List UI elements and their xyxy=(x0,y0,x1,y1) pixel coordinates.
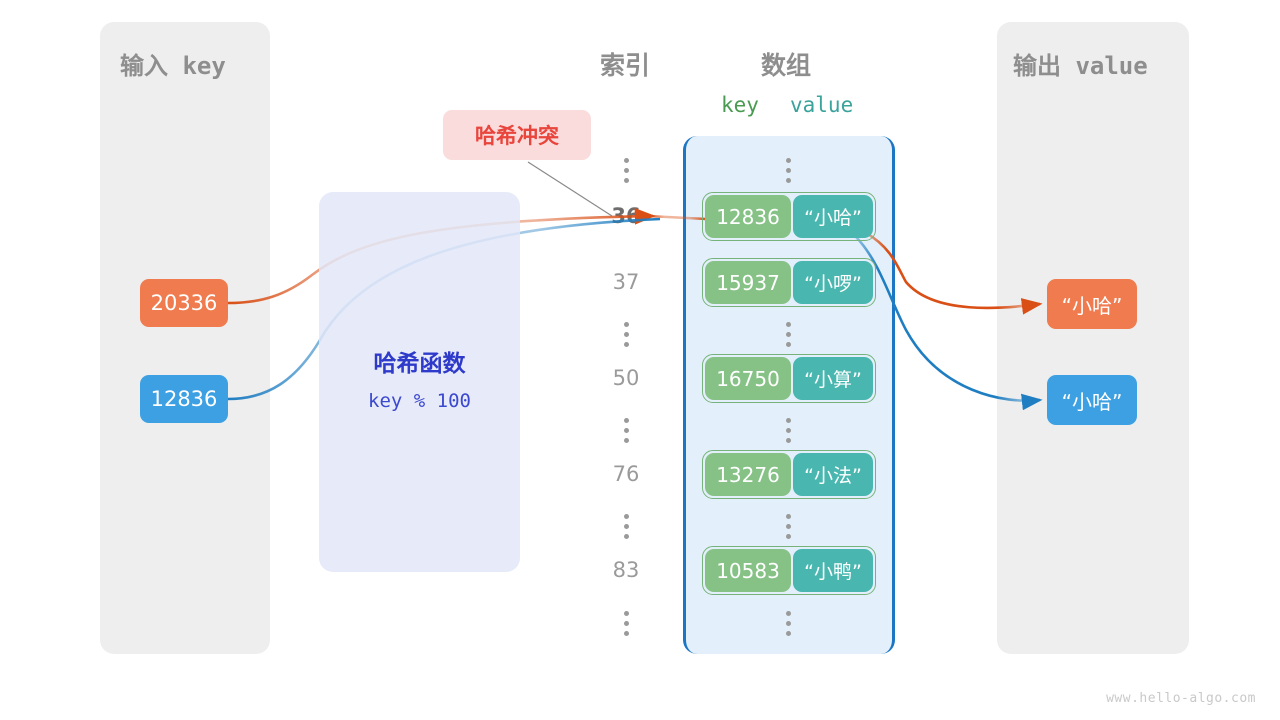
array-entry-row[interactable]: 15937“小啰” xyxy=(702,258,876,307)
entry-value-cell: “小算” xyxy=(793,357,873,400)
input-key-panel xyxy=(100,22,270,654)
key-subheading: key xyxy=(721,93,759,117)
array-ellipsis-icon xyxy=(786,322,791,347)
entry-value-cell: “小哈” xyxy=(793,195,873,238)
index-column-heading: 索引 xyxy=(600,51,651,80)
entry-key-cell: 16750 xyxy=(705,357,791,400)
array-entry-row[interactable]: 16750“小算” xyxy=(702,354,876,403)
index-ellipsis-icon xyxy=(624,418,629,443)
hash-function-title: 哈希函数 xyxy=(373,351,466,377)
index-label-76: 76 xyxy=(612,462,640,486)
output-panel-title: 输出 value xyxy=(1013,52,1148,80)
input-key-chip[interactable]: 20336 xyxy=(140,279,228,327)
hash-function-box: 哈希函数 key % 100 xyxy=(319,192,520,572)
output-value-chip[interactable]: “小哈” xyxy=(1047,279,1137,329)
hash-collision-label: 哈希冲突 xyxy=(475,124,559,148)
index-ellipsis-icon xyxy=(624,158,629,183)
input-panel-title: 输入 key xyxy=(120,52,226,80)
entry-key-cell: 10583 xyxy=(705,549,791,592)
entry-key-cell: 13276 xyxy=(705,453,791,496)
input-key-chip[interactable]: 12836 xyxy=(140,375,228,423)
entry-value-cell: “小啰” xyxy=(793,261,873,304)
output-value-panel xyxy=(997,22,1189,654)
index-ellipsis-icon xyxy=(624,322,629,347)
array-ellipsis-icon xyxy=(786,158,791,183)
index-label-83: 83 xyxy=(612,558,640,582)
index-label-50: 50 xyxy=(612,366,640,390)
index-label-37: 37 xyxy=(612,270,640,294)
entry-key-cell: 12836 xyxy=(705,195,791,238)
entry-key-cell: 15937 xyxy=(705,261,791,304)
value-subheading: value xyxy=(790,93,854,117)
array-ellipsis-icon xyxy=(786,514,791,539)
array-ellipsis-icon xyxy=(786,418,791,443)
index-label-36: 36 xyxy=(611,204,641,228)
entry-value-cell: “小鸭” xyxy=(793,549,873,592)
array-entry-row[interactable]: 10583“小鸭” xyxy=(702,546,876,595)
hash-collision-callout: 哈希冲突 xyxy=(443,110,591,160)
array-ellipsis-icon xyxy=(786,611,791,636)
watermark: www.hello-algo.com xyxy=(1106,691,1256,706)
array-entry-row[interactable]: 12836“小哈” xyxy=(702,192,876,241)
array-column-heading: 数组 xyxy=(761,51,812,80)
array-entry-row[interactable]: 13276“小法” xyxy=(702,450,876,499)
index-ellipsis-icon xyxy=(624,611,629,636)
hash-function-formula: key % 100 xyxy=(368,390,471,412)
index-ellipsis-icon xyxy=(624,514,629,539)
entry-value-cell: “小法” xyxy=(793,453,873,496)
output-value-chip[interactable]: “小哈” xyxy=(1047,375,1137,425)
